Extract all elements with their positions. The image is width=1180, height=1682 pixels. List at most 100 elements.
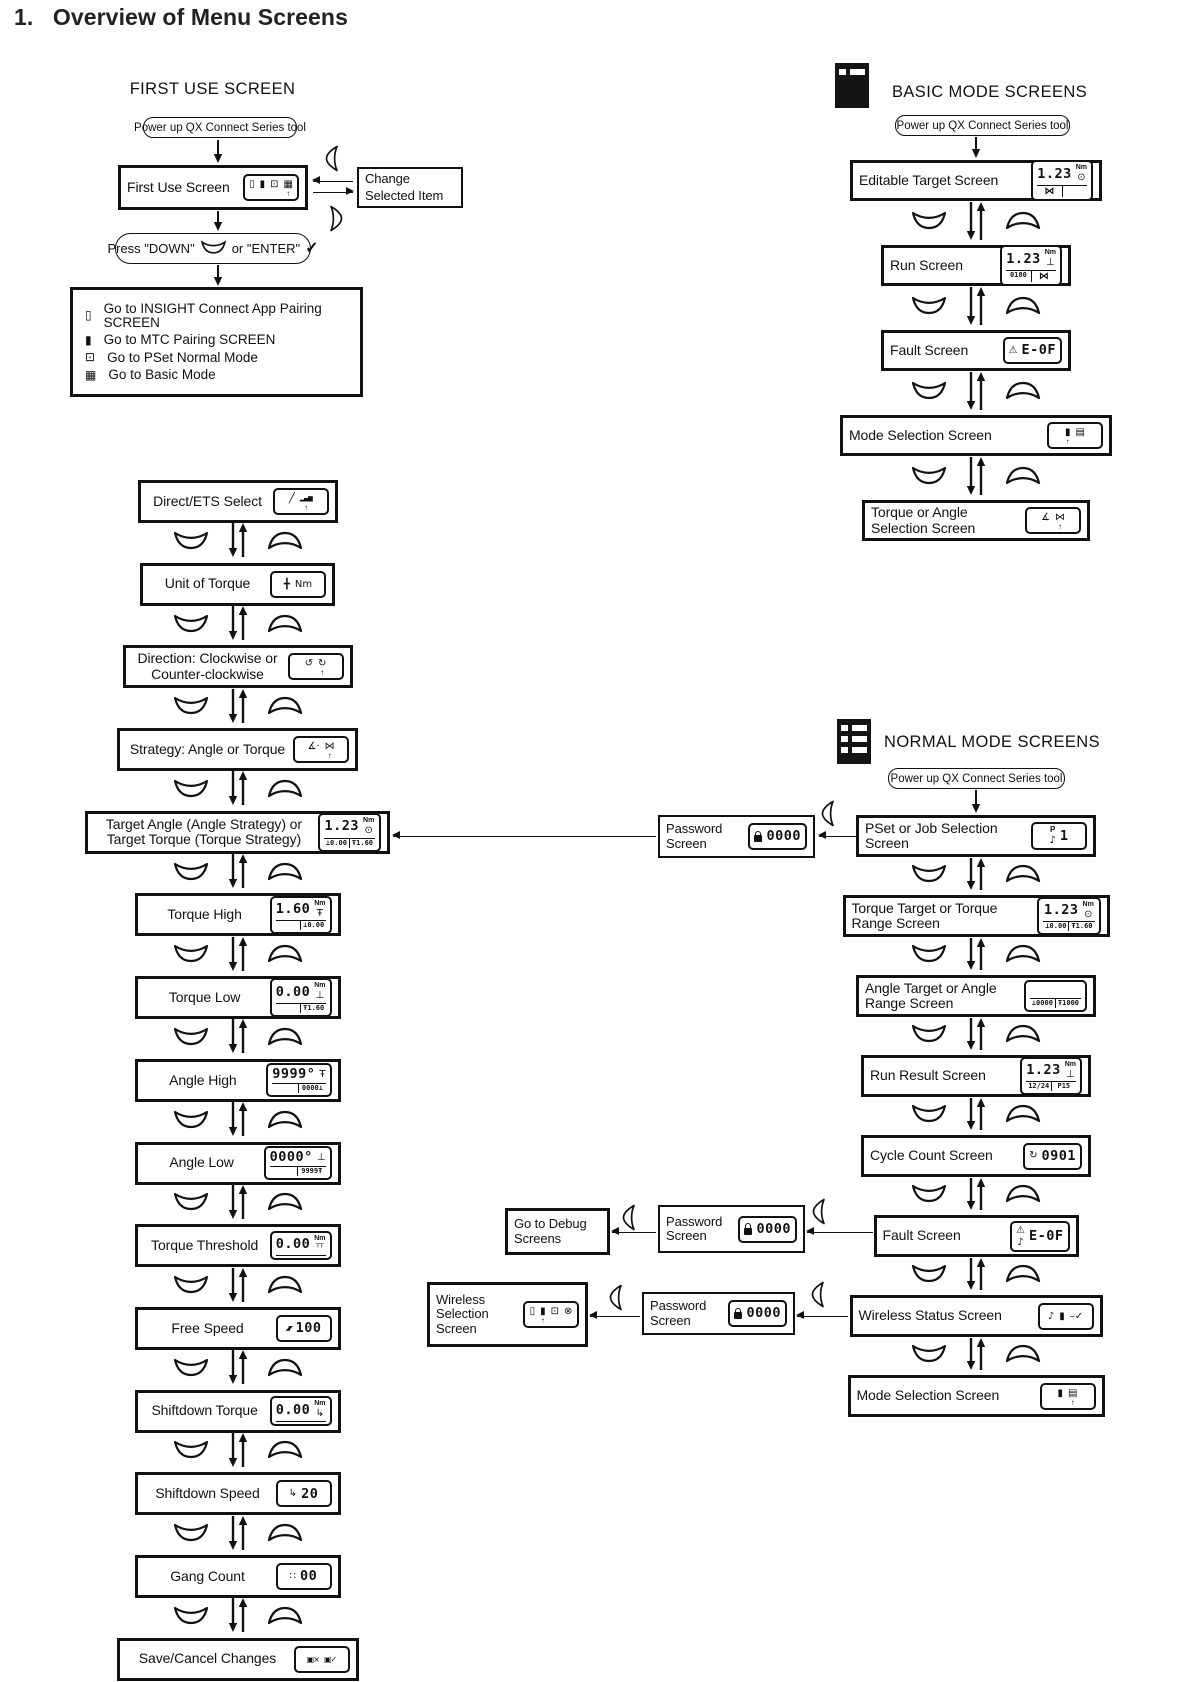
- select-left-button-icon: [324, 144, 341, 173]
- nav-connector: [910, 456, 1042, 500]
- lcd-display: ∷00: [275, 1562, 332, 1590]
- lcd-display: ▮↑▤: [1047, 422, 1103, 449]
- down-button-icon: [910, 1343, 948, 1369]
- flow-arrow-left: [806, 1227, 873, 1236]
- select-right-button-icon: [327, 204, 344, 233]
- go-to-debug-label: Go to Debug Screens: [514, 1216, 587, 1246]
- lcd-display: 0000: [728, 1300, 787, 1327]
- screen-label: Torque Target or Torque Range Screen: [851, 899, 998, 931]
- up-button-icon: [1004, 295, 1042, 321]
- password-screen-box: Password Screen 0000: [642, 1292, 795, 1335]
- up-down-arrows: [226, 1018, 250, 1059]
- lcd-display: ♪▮–✓: [1037, 1302, 1094, 1330]
- nav-connector: [910, 286, 1042, 330]
- nav-connector: [172, 1515, 304, 1555]
- nav-connector: [172, 606, 304, 646]
- warning-icon: ⚠: [1008, 344, 1018, 356]
- nav-connector: [172, 1432, 304, 1473]
- lcd-display: ↳20: [275, 1480, 332, 1508]
- screen-box: Save/Cancel Changes▣×▣✓: [116, 1637, 359, 1681]
- low-icon: ⊥: [316, 1151, 326, 1163]
- cross-icon: ╋: [283, 578, 290, 590]
- wrench-icon: ⋈: [1044, 185, 1055, 197]
- lock-icon: [754, 830, 763, 843]
- flow-arrow-left: [312, 176, 353, 185]
- nav-connector: [172, 688, 304, 728]
- cw-icon: ↻: [318, 658, 327, 670]
- password-screen-box: Password Screen 0000: [658, 1205, 805, 1253]
- nav-connector: [910, 1097, 1042, 1135]
- up-button-icon: [1004, 1103, 1042, 1129]
- high-icon: Ŧ: [316, 907, 323, 919]
- up-button-icon: [1004, 465, 1042, 491]
- flow-arrow-down: [212, 140, 224, 163]
- lcd-display: ▮ ▤↑: [1039, 1382, 1096, 1410]
- go-to-debug-box: Go to Debug Screens: [505, 1208, 610, 1255]
- list-icon: ▤: [1068, 1387, 1078, 1399]
- savex-icon: ▣×: [306, 1654, 320, 1664]
- mtc-icon: ▮: [1059, 1310, 1065, 1322]
- select-left-button-icon: [608, 1283, 625, 1312]
- down-button-icon: [172, 1522, 210, 1548]
- wrench-icon: ⋈: [324, 741, 335, 753]
- shift-icon: ↳: [315, 1408, 325, 1420]
- screen-label: PSet or Job Selection Screen: [865, 819, 998, 851]
- up-down-arrows: [226, 1597, 250, 1638]
- screen-label: Angle Target or Angle Range Screen: [865, 979, 997, 1011]
- phone-icon: ▯: [529, 1306, 536, 1317]
- caret-up-icon: ↑: [320, 668, 325, 678]
- nav-connector: [910, 1017, 1042, 1055]
- screen-label: Editable Target Screen: [859, 171, 999, 188]
- screen-box: Angle Low 0000°⊥9999Ŧ: [134, 1141, 341, 1185]
- up-down-arrows: [226, 853, 250, 894]
- screen-label: Fault Screen: [890, 341, 969, 358]
- lcd-display: ↺↻↑: [287, 653, 344, 681]
- normal-mode-icon: [837, 719, 871, 764]
- up-down-arrows: [964, 1017, 988, 1056]
- screen-box: First Use Screen ▯▮⊡▦↑: [118, 165, 308, 210]
- down-button-icon: [172, 1191, 210, 1217]
- mtc-icon: ▮: [1057, 1387, 1064, 1399]
- menu-item-label: Go to PSet Normal Mode: [107, 349, 258, 365]
- lcd-display: ∡·⋈↑: [293, 736, 349, 764]
- wireless-selection-label: Wireless Selection Screen: [436, 1292, 489, 1336]
- shift-icon: ↳: [288, 1488, 298, 1500]
- lcd-display: ↻0901: [1023, 1142, 1082, 1170]
- menu-item-label: Go to MTC Pairing SCREEN: [103, 332, 276, 348]
- down-button-icon: [910, 295, 948, 321]
- screen-label: Direction: Clockwise or Counter-clockwis…: [137, 650, 278, 682]
- screen-label: Angle Low: [169, 1154, 234, 1171]
- menu-item: ⊡ Go to PSet Normal Mode: [85, 351, 348, 365]
- caret-up-icon: ↑: [1070, 1397, 1075, 1407]
- linkok-icon: –✓: [1069, 1310, 1084, 1322]
- screen-box: Fault Screen⚠E-0F: [881, 330, 1071, 371]
- up-down-arrows: [226, 770, 250, 811]
- phone-icon: ▯: [85, 308, 92, 323]
- press-down-enter-box: Press "DOWN" or "ENTER" ✓: [107, 233, 319, 264]
- up-down-arrows: [964, 1337, 988, 1376]
- nav-connector: [172, 1184, 304, 1225]
- screen-box: Fault Screen⚠♪E-0F: [873, 1215, 1079, 1257]
- pset-icon: ⊡: [85, 350, 96, 364]
- down-button-icon: [910, 1183, 948, 1209]
- password-label: Password Screen: [666, 1213, 723, 1243]
- down-button-icon: [200, 239, 227, 258]
- screen-box: Torque or Angle Selection Screen∡⋈↑: [862, 500, 1090, 541]
- screen-label: Shiftdown Torque: [151, 1402, 258, 1419]
- low-icon: ⊥: [1046, 257, 1055, 269]
- down-button-icon: [172, 695, 210, 721]
- lcd-display: 0000°⊥9999Ŧ: [263, 1146, 332, 1180]
- basic-mode-heading: BASIC MODE SCREENS: [892, 83, 1088, 101]
- up-down-arrows: [226, 1349, 250, 1390]
